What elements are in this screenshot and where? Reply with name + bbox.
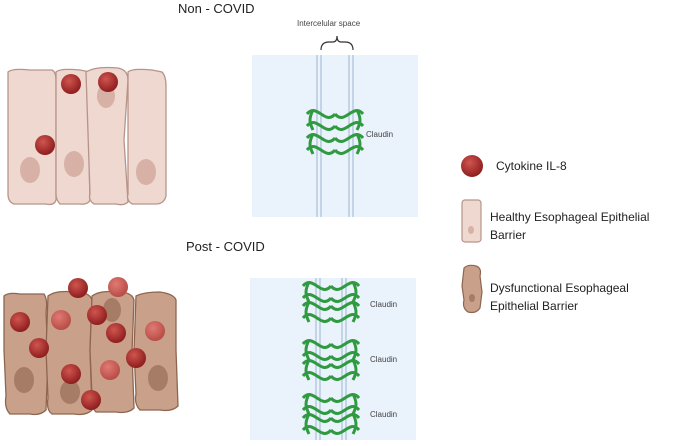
- post-covid-title: Post - COVID: [186, 239, 265, 254]
- non-covid-title: Non - COVID: [178, 1, 255, 16]
- claudin-label-bottom-2: Claudin: [370, 355, 398, 364]
- healthy-epithelium: [7, 66, 167, 206]
- legend-healthy-label: Healthy Esophageal Epithelial Barrier: [490, 210, 650, 242]
- claudin-label-bottom-1: Claudin: [370, 300, 398, 309]
- legend-cytokine-icon: [461, 155, 483, 177]
- legend-dysfunctional-icon: [461, 264, 483, 314]
- claudin-label-top: Claudin: [366, 130, 394, 139]
- legend-dysfunctional-label: Dysfunctional Esophageal Epithelial Barr…: [490, 281, 629, 313]
- legend-healthy-icon: [461, 199, 482, 243]
- tight-junction-top: [252, 35, 418, 217]
- cytokine-group-top: [35, 72, 118, 155]
- intercellular-space-label: Intercelular space: [297, 19, 361, 28]
- tight-junction-bottom: [250, 278, 416, 440]
- cytokine-group-bottom: [10, 277, 165, 410]
- legend-cytokine-label: Cytokine IL-8: [496, 159, 567, 173]
- claudin-label-bottom-3: Claudin: [370, 410, 398, 419]
